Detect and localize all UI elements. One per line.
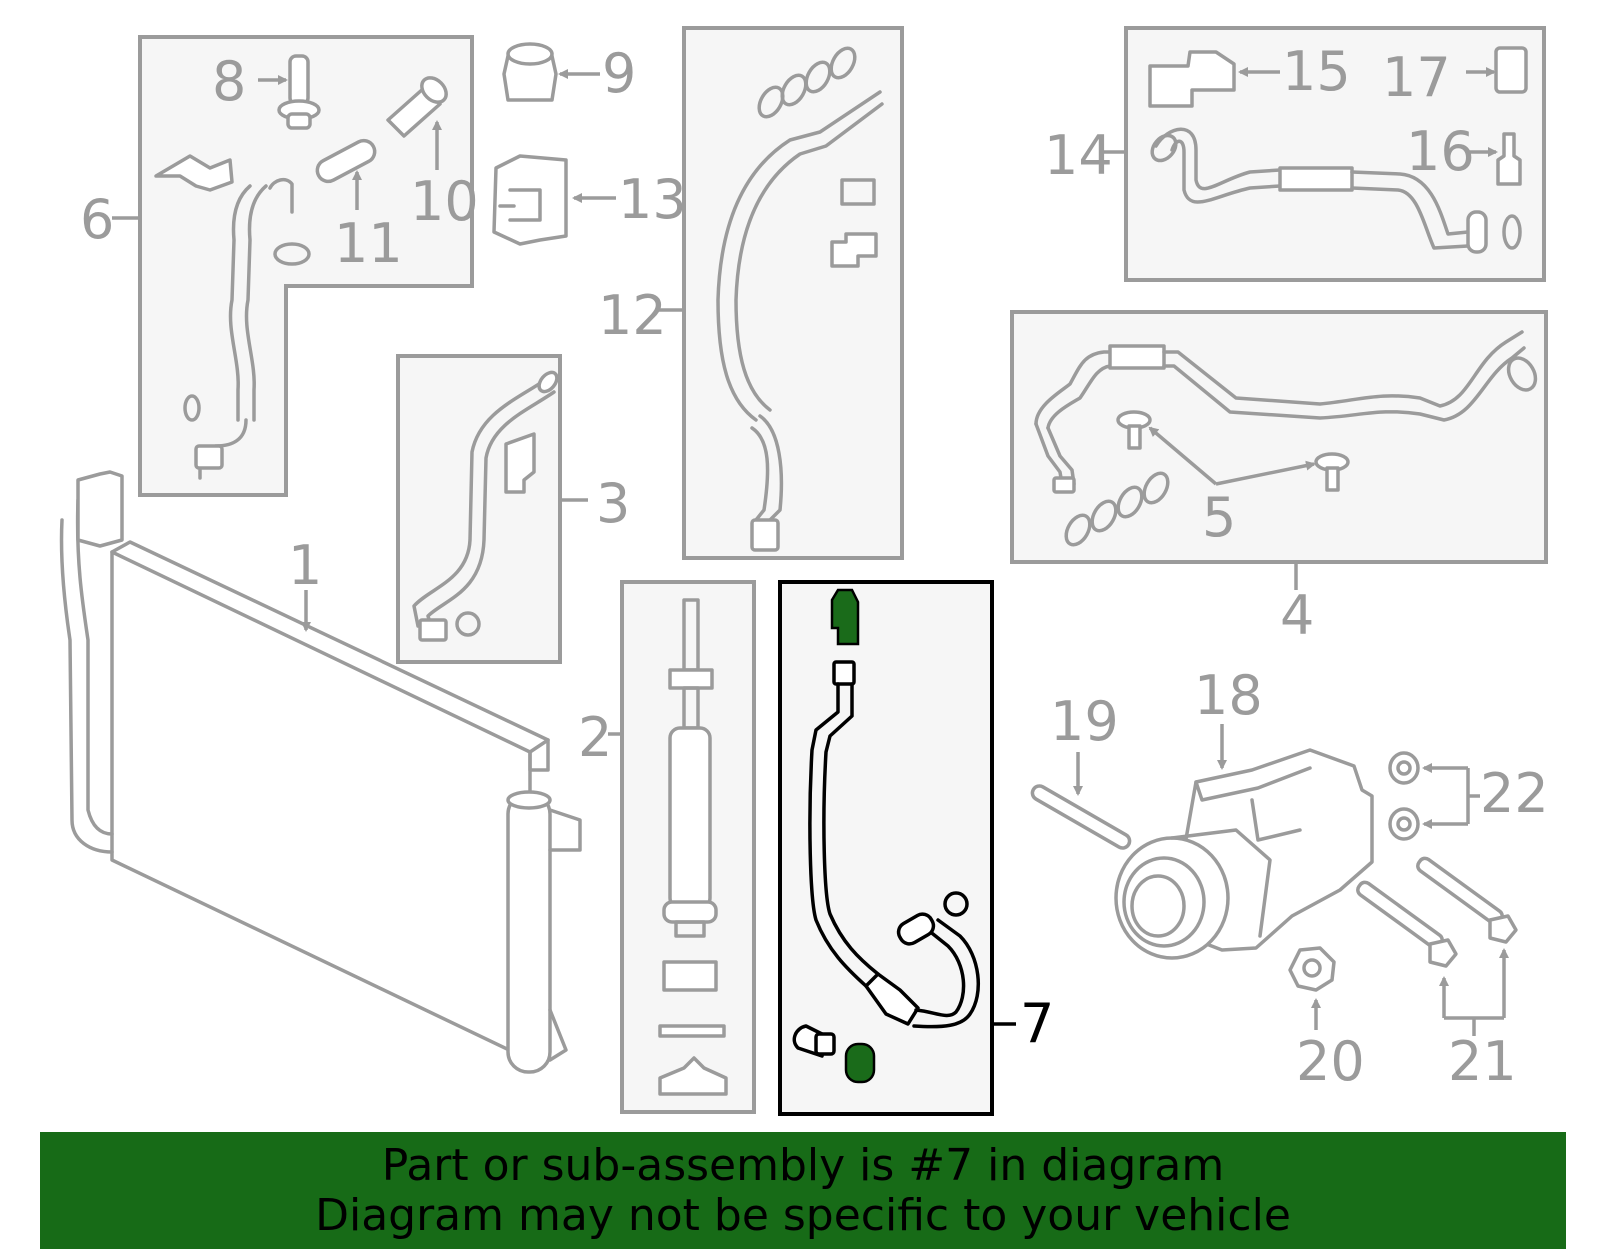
part-19-pin [1030, 784, 1132, 850]
callout-17: 17 [1382, 46, 1451, 109]
part-10-switch [386, 76, 448, 138]
callout-4: 4 [1280, 584, 1314, 647]
callout-19: 19 [1050, 690, 1119, 753]
part-11-pin [315, 138, 377, 184]
part-group-2: 2 [578, 580, 756, 1114]
part-18-compressor [1114, 748, 1374, 960]
part-group-12: 12 [598, 26, 904, 560]
part-9-cap [502, 42, 558, 102]
part-group-6: 6 8 10 11 [80, 35, 479, 497]
part-7-clip-highlight [830, 588, 860, 646]
callout-8: 8 [212, 50, 246, 113]
callout-10: 10 [410, 170, 479, 233]
callout-21: 21 [1448, 1030, 1517, 1093]
part-21-bolts [1356, 856, 1518, 968]
callout-7: 7 [1020, 992, 1054, 1055]
callout-13: 13 [618, 168, 687, 231]
callout-16: 16 [1406, 120, 1475, 183]
part-7-cap-highlight [844, 1042, 876, 1084]
part-group-7: 7 [778, 580, 1054, 1116]
callout-12: 12 [598, 284, 667, 347]
callout-5: 5 [1202, 486, 1236, 549]
callout-15: 15 [1282, 40, 1351, 103]
callout-3: 3 [596, 472, 630, 535]
info-banner: Part or sub-assembly is #7 in diagram Di… [40, 1132, 1566, 1249]
callout-20: 20 [1296, 1030, 1365, 1093]
callout-1: 1 [288, 534, 322, 597]
part-group-14: 14 15 17 16 [1044, 26, 1546, 282]
callout-9: 9 [602, 42, 636, 105]
part-13-bracket [492, 154, 568, 246]
callout-2: 2 [578, 706, 612, 769]
banner-line-2: Diagram may not be specific to your vehi… [315, 1189, 1291, 1241]
part-group-4: 4 5 [1010, 310, 1548, 647]
callout-14: 14 [1044, 124, 1113, 187]
callout-22: 22 [1480, 762, 1549, 825]
callout-6: 6 [80, 188, 114, 251]
part-1-condenser: 1 [59, 470, 582, 1074]
callout-11: 11 [334, 212, 403, 275]
part-22-washers [1388, 751, 1420, 841]
callout-18: 18 [1194, 664, 1263, 727]
part-8-bolt [277, 54, 321, 130]
part-group-3: 3 [396, 354, 630, 664]
part-20-nut [1288, 946, 1336, 992]
banner-line-1: Part or sub-assembly is #7 in diagram [381, 1139, 1225, 1191]
